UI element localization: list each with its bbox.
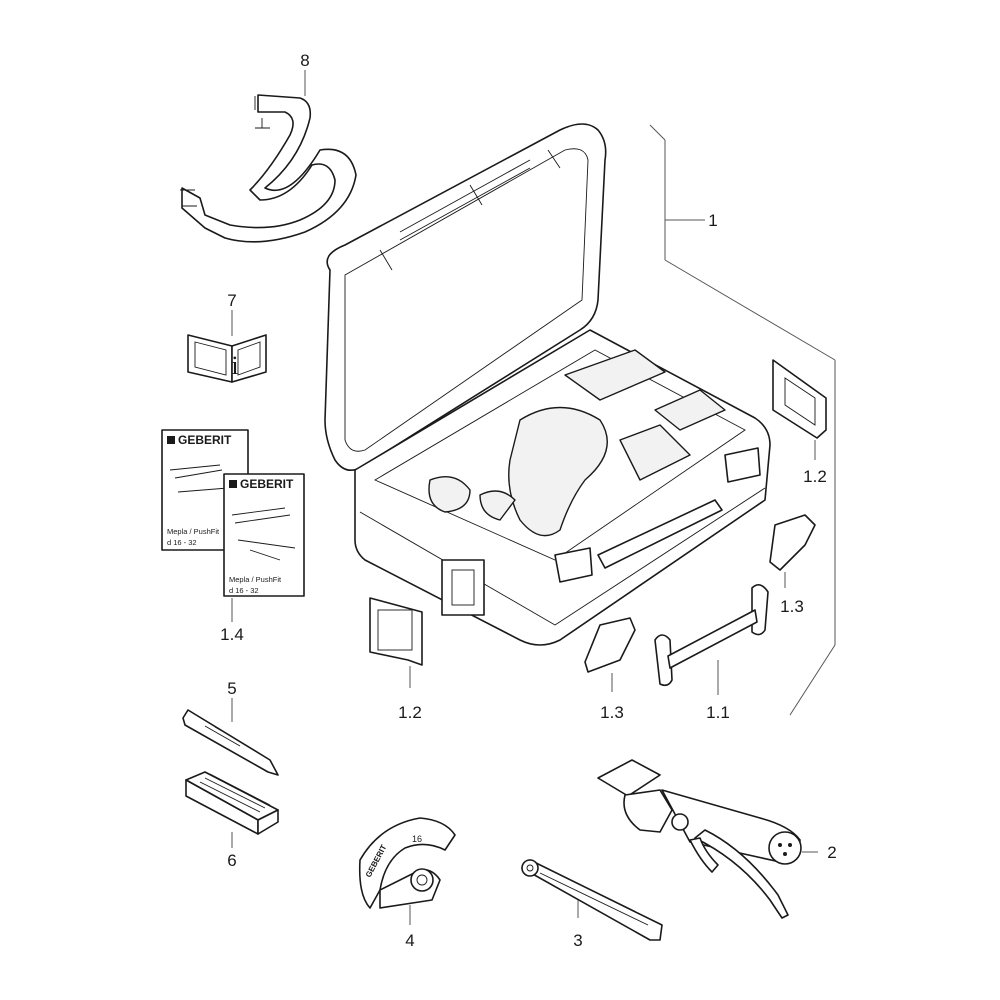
label-1-3-bottom: 1.3 (600, 703, 624, 722)
counter-bar-part: 3 (521, 859, 663, 950)
label-3: 3 (573, 931, 582, 950)
card-front-brand: GEBERIT (240, 477, 294, 491)
card-front-line1: Mepla / PushFit (229, 575, 282, 584)
label-6: 6 (227, 851, 236, 870)
carrying-strap-part: 8 (180, 51, 357, 243)
latch-plate-bottom-part: 1.2 (369, 597, 423, 722)
label-1-2-bottom: 1.2 (398, 703, 422, 722)
card-back-brand: GEBERIT (178, 433, 232, 447)
label-1-3-right: 1.3 (780, 597, 804, 616)
label-8: 8 (300, 51, 309, 70)
card-back-line2: d 16 - 32 (167, 538, 197, 547)
marker-case-part: 6 (185, 771, 279, 870)
marker-pen-part: 5 (182, 679, 279, 776)
handle-part: 1.1 (654, 584, 769, 722)
clip-right-part: 1.3 (769, 514, 816, 616)
card-front-line2: d 16 - 32 (229, 586, 259, 595)
label-5: 5 (227, 679, 236, 698)
bending-tool-part: 2 (597, 759, 837, 919)
label-1-1: 1.1 (706, 703, 730, 722)
tool-case-part: 1 (324, 123, 836, 716)
bending-die-part: GEBERIT 16 4 (358, 817, 456, 950)
label-1-4: 1.4 (220, 625, 244, 644)
label-4: 4 (405, 931, 414, 950)
clip-bottom-part: 1.3 (584, 617, 636, 722)
latch-plate-top-part: 1.2 (772, 359, 827, 486)
label-1: 1 (708, 211, 717, 230)
card-back-line1: Mepla / PushFit (167, 527, 220, 536)
manual-book-icon: i 7 (187, 291, 267, 383)
label-2: 2 (827, 843, 836, 862)
instruction-card-front: GEBERIT Mepla / PushFit d 16 - 32 (223, 473, 305, 597)
manual-info-glyph: i (231, 351, 238, 380)
die-size-mark: 16 (412, 834, 422, 844)
label-7: 7 (227, 291, 236, 310)
label-1-2-top: 1.2 (803, 467, 827, 486)
